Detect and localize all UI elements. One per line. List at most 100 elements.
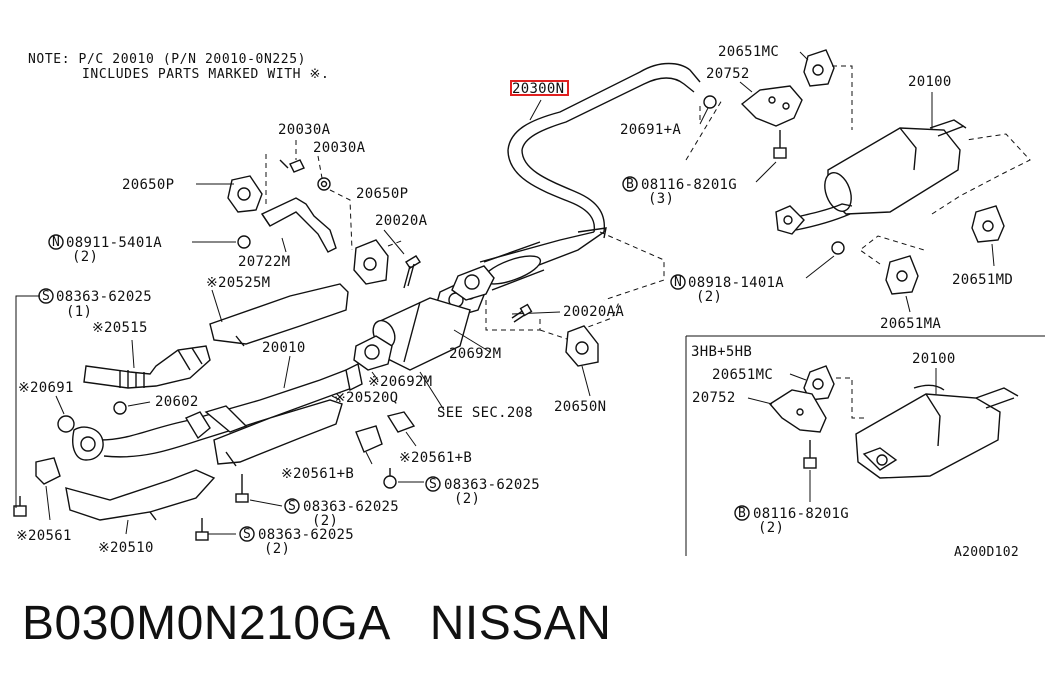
mark-S-text-1: S xyxy=(42,289,50,304)
label-08363-bot: 08363-62025 xyxy=(258,527,354,543)
catalog-caption: B030M0N210GA NISSAN xyxy=(22,597,612,650)
label-08363-mid-qty: (2) xyxy=(312,513,338,529)
label-20650N: 20650N xyxy=(554,399,606,415)
label-08918-qty: (2) xyxy=(696,289,722,305)
bolt-20030A-1 xyxy=(279,159,305,173)
label-08363-top: 08363-62025 xyxy=(56,289,152,305)
mark-S-2 xyxy=(284,498,300,514)
label-08911-qty: (2) xyxy=(72,249,98,265)
label-20692M-2: 20692M xyxy=(449,346,501,362)
inset-label-20100: 20100 xyxy=(912,351,956,367)
inset-muffler-20100 xyxy=(855,384,1019,479)
label-20100: 20100 xyxy=(908,74,952,90)
mark-S-3 xyxy=(425,476,441,492)
label-20651MC: 20651MC xyxy=(718,44,779,60)
label-20650P-2: 20650P xyxy=(356,186,408,202)
highlight-box xyxy=(510,80,569,96)
label-08918: 08918-1401A xyxy=(688,275,784,291)
label-20020AA: 20020AA xyxy=(563,304,624,320)
mark-N-text-2: N xyxy=(674,275,682,290)
inset-label-08116-qty: (2) xyxy=(758,520,784,536)
label-20692M-1: ※20692M xyxy=(368,374,432,390)
mark-B-text-2: B xyxy=(738,506,746,521)
reference-code: A200D102 xyxy=(954,545,1019,560)
gasket-20691A xyxy=(703,95,717,109)
mount-20650P-center xyxy=(353,239,389,285)
mark-S-4 xyxy=(239,526,255,542)
bracket-20752 xyxy=(740,85,803,127)
clamp-20561 xyxy=(13,457,61,517)
label-20691A: 20691+A xyxy=(620,122,681,138)
bolt-20020AA xyxy=(511,303,533,323)
mount-20650P-left xyxy=(227,175,263,213)
label-20030A-1: 20030A xyxy=(278,122,331,138)
label-20510: ※20510 xyxy=(98,540,154,556)
front-pipe-20010 xyxy=(72,362,363,461)
label-20651MA: 20651MA xyxy=(880,316,941,332)
label-08363-mid: 08363-62025 xyxy=(303,499,399,515)
label-20561B-2: ※20561+B xyxy=(399,450,472,466)
note-line-1: NOTE: P/C 20010 (P/N 20010-0N225) xyxy=(28,52,306,67)
bolt-08363-center xyxy=(235,474,249,503)
bolt-20020A xyxy=(403,255,421,289)
inset-label-20651MC: 20651MC xyxy=(712,367,773,383)
mark-N-08911 xyxy=(48,234,64,250)
inset-bolt-08116 xyxy=(803,440,817,469)
label-20030A-2: 20030A xyxy=(313,140,366,156)
label-20691: ※20691 xyxy=(18,380,74,396)
inset-title: 3HB+5HB xyxy=(691,344,752,360)
label-20651MD: 20651MD xyxy=(952,272,1013,288)
label-see-sec-208: SEE SEC.208 xyxy=(437,405,533,421)
label-08363-top-qty: (1) xyxy=(66,304,92,320)
label-20561B-1: ※20561+B xyxy=(281,466,354,482)
muffler-20100 xyxy=(775,119,967,235)
inset-bracket-20752 xyxy=(768,389,827,433)
label-08363-right-qty: (2) xyxy=(454,491,480,507)
label-20300N: 20300N xyxy=(512,81,564,97)
heat-insulator-20525M xyxy=(209,283,349,347)
inset-mount-20651MC xyxy=(803,365,835,401)
nut-20030A-2 xyxy=(317,177,331,191)
mark-S-text-3: S xyxy=(429,477,437,492)
label-08911: 08911-5401A xyxy=(66,235,162,251)
nut-08918 xyxy=(831,241,845,255)
bracket-20722M xyxy=(260,197,337,253)
mark-N-text-1: N xyxy=(52,235,60,250)
mark-S-text-2: S xyxy=(288,499,296,514)
note-line-2: INCLUDES PARTS MARKED WITH ※. xyxy=(82,67,329,82)
inset-label-08116: 08116-8201G xyxy=(753,506,849,522)
heat-insulator-20510 xyxy=(65,469,216,521)
bolt-08363-bottom xyxy=(195,518,209,541)
clamp-20561B-2 xyxy=(386,411,416,433)
heat-insulator-20520Q xyxy=(213,399,343,467)
nut-08911 xyxy=(237,235,251,249)
ring-20602 xyxy=(113,401,127,415)
mark-S-1 xyxy=(38,288,54,304)
label-20020A: 20020A xyxy=(375,213,428,229)
label-20561: ※20561 xyxy=(16,528,72,544)
mount-20651MC xyxy=(803,49,835,87)
bolt-08116 xyxy=(773,130,787,159)
label-20515: ※20515 xyxy=(92,320,148,336)
mount-20651MD xyxy=(971,205,1005,243)
mount-20651MA xyxy=(885,255,919,295)
gasket-20692M-lower xyxy=(353,335,393,371)
mark-S-text-4: S xyxy=(243,527,251,542)
inset-mark-B xyxy=(734,505,750,521)
mark-B-1 xyxy=(622,176,638,192)
label-08116-qty: (3) xyxy=(648,191,674,207)
mark-B-text-1: B xyxy=(626,177,634,192)
inset-label-20752: 20752 xyxy=(692,390,736,406)
label-20752: 20752 xyxy=(706,66,750,82)
clamp-20561B-1 xyxy=(355,425,383,453)
mark-N-08918 xyxy=(670,274,686,290)
label-20602: 20602 xyxy=(155,394,199,410)
label-08363-right: 08363-62025 xyxy=(444,477,540,493)
nut-08363-right xyxy=(383,468,397,489)
label-20010: 20010 xyxy=(262,340,306,356)
center-pipe-20300N xyxy=(479,62,701,291)
label-08116: 08116-8201G xyxy=(641,177,737,193)
label-20722M: 20722M xyxy=(238,254,290,270)
mount-20650N xyxy=(565,325,599,367)
